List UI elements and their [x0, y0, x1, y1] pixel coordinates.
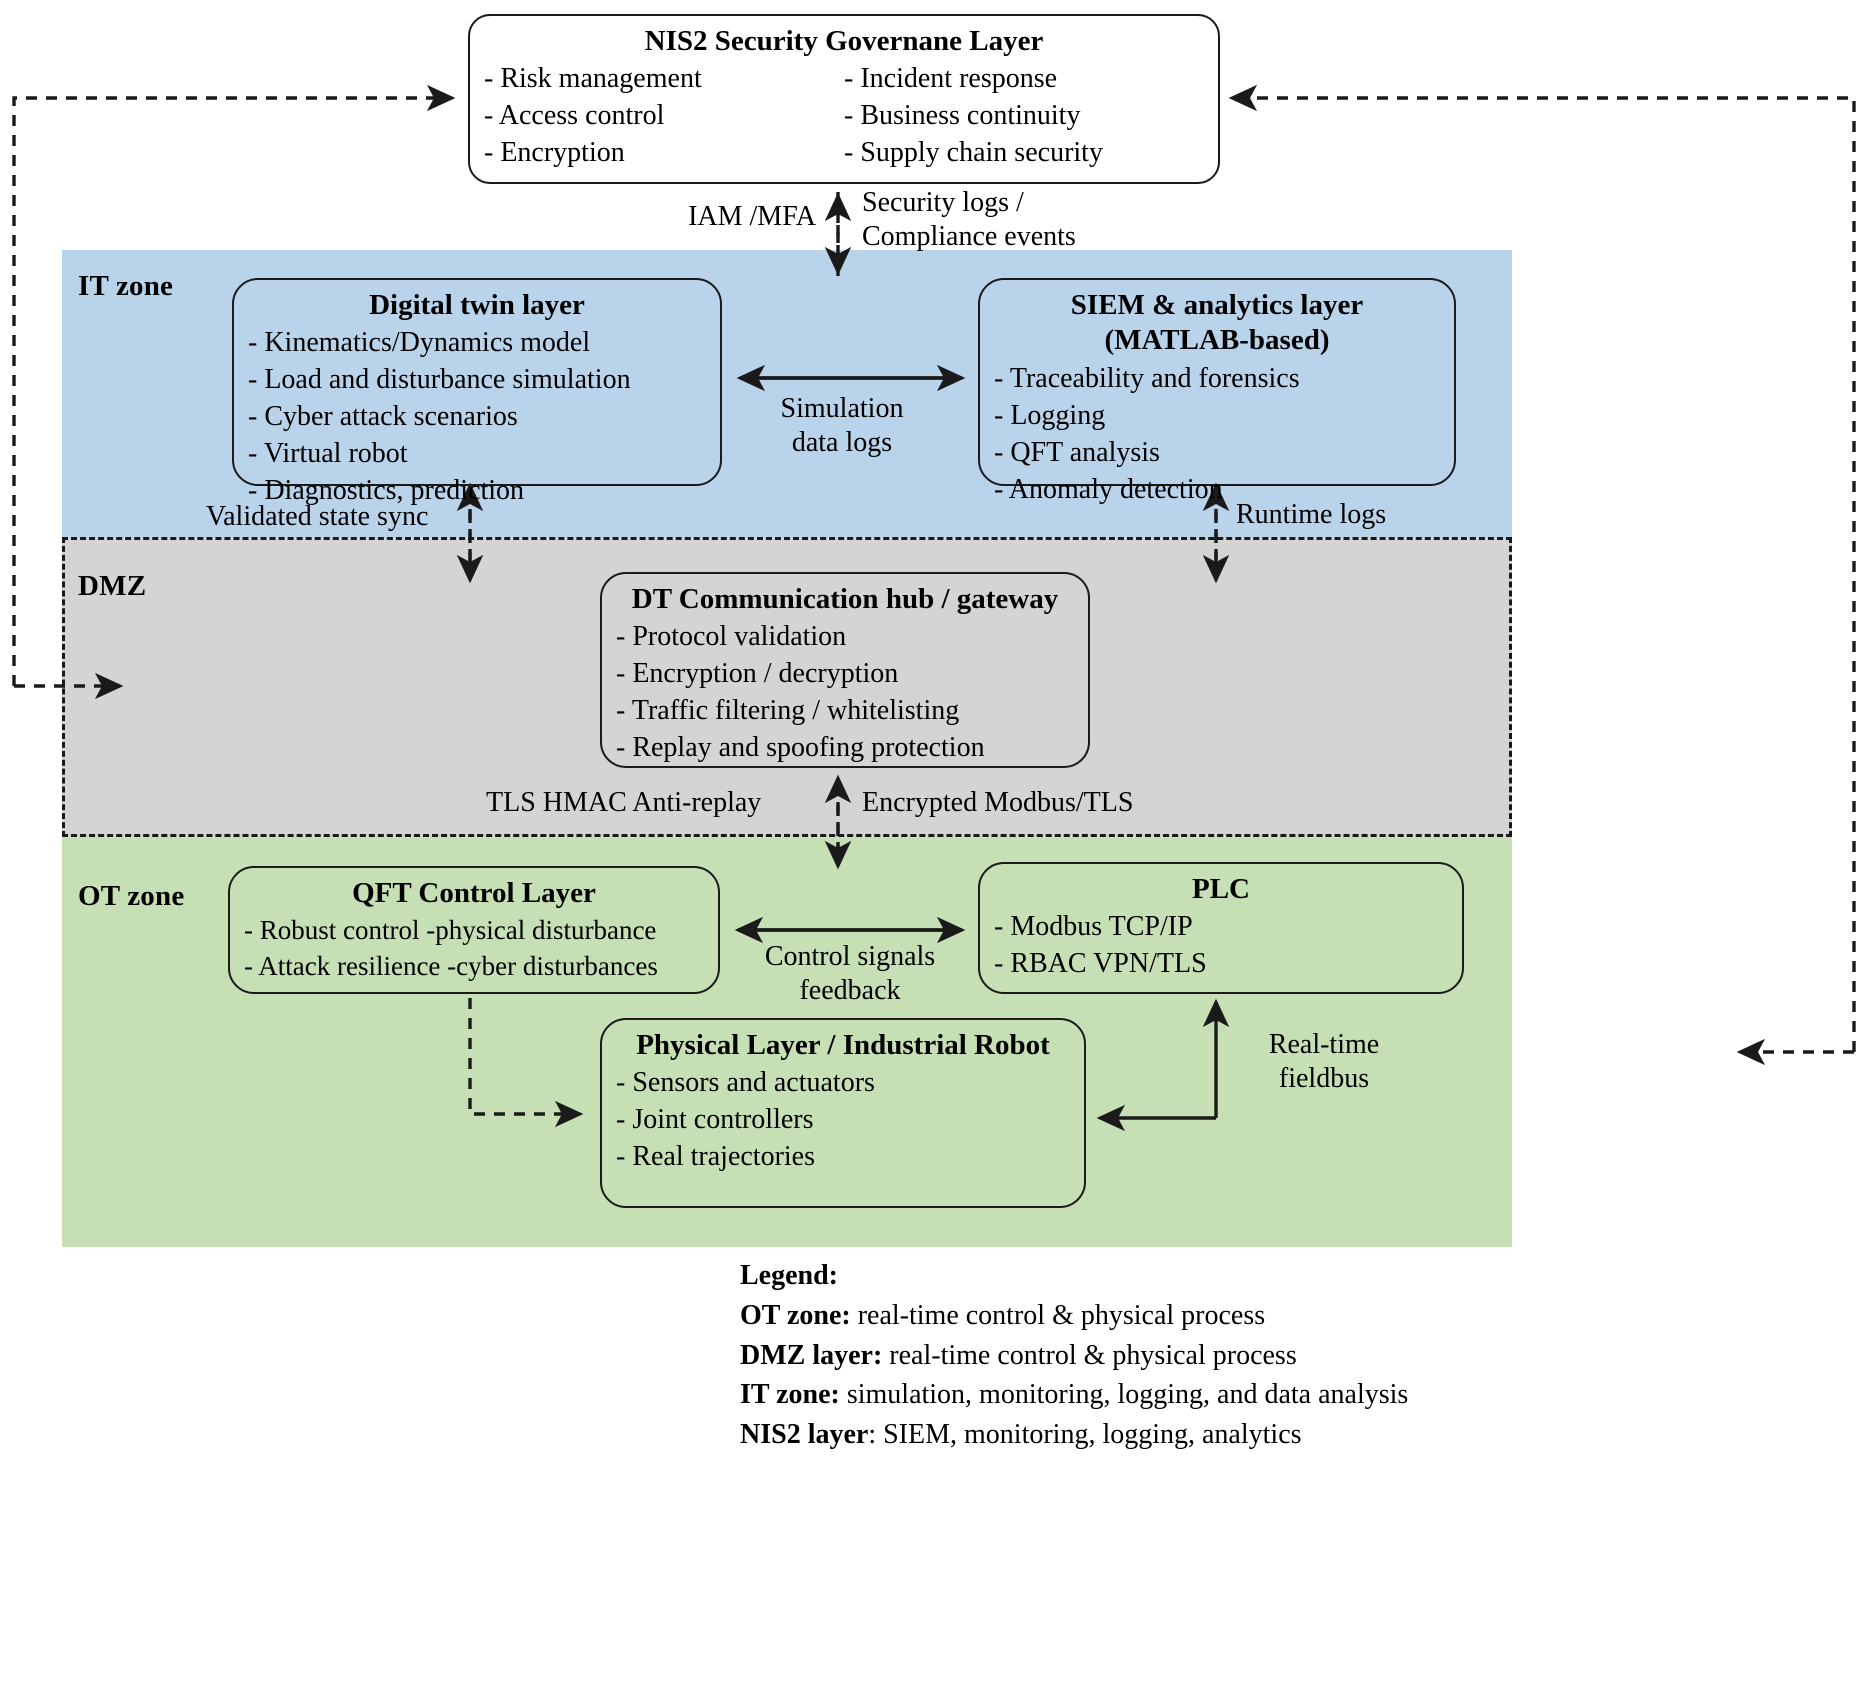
- list-item: - Joint controllers: [616, 1104, 814, 1136]
- list-item: - Logging: [994, 399, 1106, 431]
- list-item: - QFT analysis: [994, 436, 1160, 468]
- list-item: - Protocol validation: [616, 621, 847, 653]
- legend-desc: real-time control & physical process: [850, 1299, 1266, 1331]
- list-item: - Robust control -physical disturbance: [244, 915, 657, 946]
- digital-twin-title: Digital twin layer: [369, 289, 585, 321]
- list-item: - Encryption: [484, 137, 625, 169]
- edge-label-encrypted-modbus: Encrypted Modbus/TLS: [862, 787, 1134, 818]
- list-item: - Traceability and forensics: [994, 362, 1300, 394]
- hub-title: DT Communication hub / gateway: [631, 583, 1059, 615]
- ot-zone-label: OT zone: [78, 880, 185, 912]
- list-item: - Load and disturbance simulation: [248, 364, 631, 396]
- list-item: - RBAC VPN/TLS: [994, 948, 1207, 980]
- list-item: - Diagnostics, prediction: [248, 475, 525, 507]
- legend-row-ot: OT zone: real-time control & physical pr…: [740, 1296, 1408, 1336]
- legend-term: IT zone:: [740, 1379, 840, 1411]
- legend-term: DMZ layer:: [740, 1339, 883, 1371]
- legend-row-dmz: DMZ layer: real-time control & physical …: [740, 1336, 1408, 1376]
- legend-term: NIS2 layer: [740, 1419, 869, 1450]
- list-item: - Real trajectories: [616, 1141, 816, 1173]
- siem-list: - Traceability and forensics - Logging -…: [994, 361, 1440, 509]
- list-item: - Supply chain security: [844, 137, 1103, 169]
- legend-desc: : SIEM, monitoring, logging, analytics: [868, 1419, 1302, 1450]
- list-item: - Sensors and actuators: [616, 1067, 875, 1099]
- digital-twin-list: - Kinematics/Dynamics model - Load and d…: [248, 325, 706, 510]
- physical-title: Physical Layer / Industrial Robot: [636, 1029, 1050, 1061]
- plc-title: PLC: [1192, 873, 1250, 905]
- edge-label-runtime-logs: Runtime logs: [1236, 499, 1387, 530]
- legend: Legend: OT zone: real-time control & phy…: [740, 1256, 1408, 1455]
- hub-list: - Protocol validation - Encryption / dec…: [616, 619, 1074, 767]
- legend-row-it: IT zone: simulation, monitoring, logging…: [740, 1375, 1408, 1415]
- legend-term: OT zone:: [740, 1299, 851, 1331]
- edge-label-security-logs: Security logs / Compliance events: [862, 187, 1076, 253]
- dt-communication-hub-box[interactable]: DT Communication hub / gateway - Protoco…: [600, 572, 1090, 768]
- list-item: - Incident response: [844, 63, 1058, 95]
- list-item: - Traffic filtering / whitelisting: [616, 695, 960, 727]
- legend-heading: Legend:: [740, 1260, 838, 1291]
- nis2-right-list: - Incident response - Business continuit…: [844, 61, 1204, 172]
- legend-row-nis2: NIS2 layer: SIEM, monitoring, logging, a…: [740, 1415, 1408, 1455]
- edge-label-control-signals: Control signals feedback: [764, 941, 936, 1007]
- list-item: - Modbus TCP/IP: [994, 911, 1193, 943]
- edge-label-simulation-data-logs: Simulation data logs: [780, 393, 904, 459]
- list-item: - Attack resilience -cyber disturbances: [244, 951, 658, 981]
- list-item: - Replay and spoofing protection: [616, 732, 985, 764]
- list-item: - Anomaly detection: [994, 473, 1223, 505]
- edge-label-iam-mfa: IAM /MFA: [688, 201, 816, 232]
- physical-list: - Sensors and actuators - Joint controll…: [616, 1065, 1070, 1176]
- list-item: - Risk management: [484, 63, 702, 95]
- plc-list: - Modbus TCP/IP - RBAC VPN/TLS: [994, 909, 1448, 983]
- nis2-title: NIS2 Security Governane Layer: [644, 25, 1044, 57]
- siem-analytics-layer-box[interactable]: SIEM & analytics layer (MATLAB-based) - …: [978, 278, 1456, 505]
- siem-title: SIEM & analytics layer (MATLAB-based): [1070, 289, 1364, 357]
- edge-label-validated-state-sync: Validated state sync: [206, 501, 429, 532]
- physical-layer-box[interactable]: Physical Layer / Industrial Robot - Sens…: [600, 1018, 1086, 1208]
- dmz-zone-label: DMZ: [78, 570, 147, 602]
- list-item: - Business continuity: [844, 100, 1081, 132]
- list-item: - Cyber attack scenarios: [248, 401, 518, 433]
- plc-box[interactable]: PLC - Modbus TCP/IP - RBAC VPN/TLS: [978, 862, 1464, 994]
- edge-label-tls-hmac: TLS HMAC Anti-replay: [486, 787, 762, 818]
- digital-twin-layer-box[interactable]: Digital twin layer - Kinematics/Dynamics…: [232, 278, 722, 506]
- it-zone-label: IT zone: [78, 270, 174, 302]
- qft-title: QFT Control Layer: [352, 877, 596, 909]
- nis2-governance-box[interactable]: NIS2 Security Governane Layer - Risk man…: [468, 14, 1220, 184]
- legend-desc: real-time control & physical process: [882, 1339, 1297, 1371]
- nis2-left-list: - Risk management - Access control - Enc…: [484, 61, 844, 172]
- legend-desc: simulation, monitoring, logging, and dat…: [839, 1379, 1409, 1411]
- qft-control-layer-box[interactable]: QFT Control Layer - Robust control -phys…: [228, 866, 720, 994]
- list-item: - Kinematics/Dynamics model: [248, 327, 591, 359]
- list-item: - Virtual robot: [248, 438, 408, 470]
- list-item: - Encryption / decryption: [616, 658, 899, 690]
- edge-label-realtime-fieldbus: Real-time fieldbus: [1268, 1029, 1380, 1095]
- list-item: - Access control: [484, 100, 665, 132]
- qft-list: - Robust control -physical disturbance -…: [244, 913, 704, 984]
